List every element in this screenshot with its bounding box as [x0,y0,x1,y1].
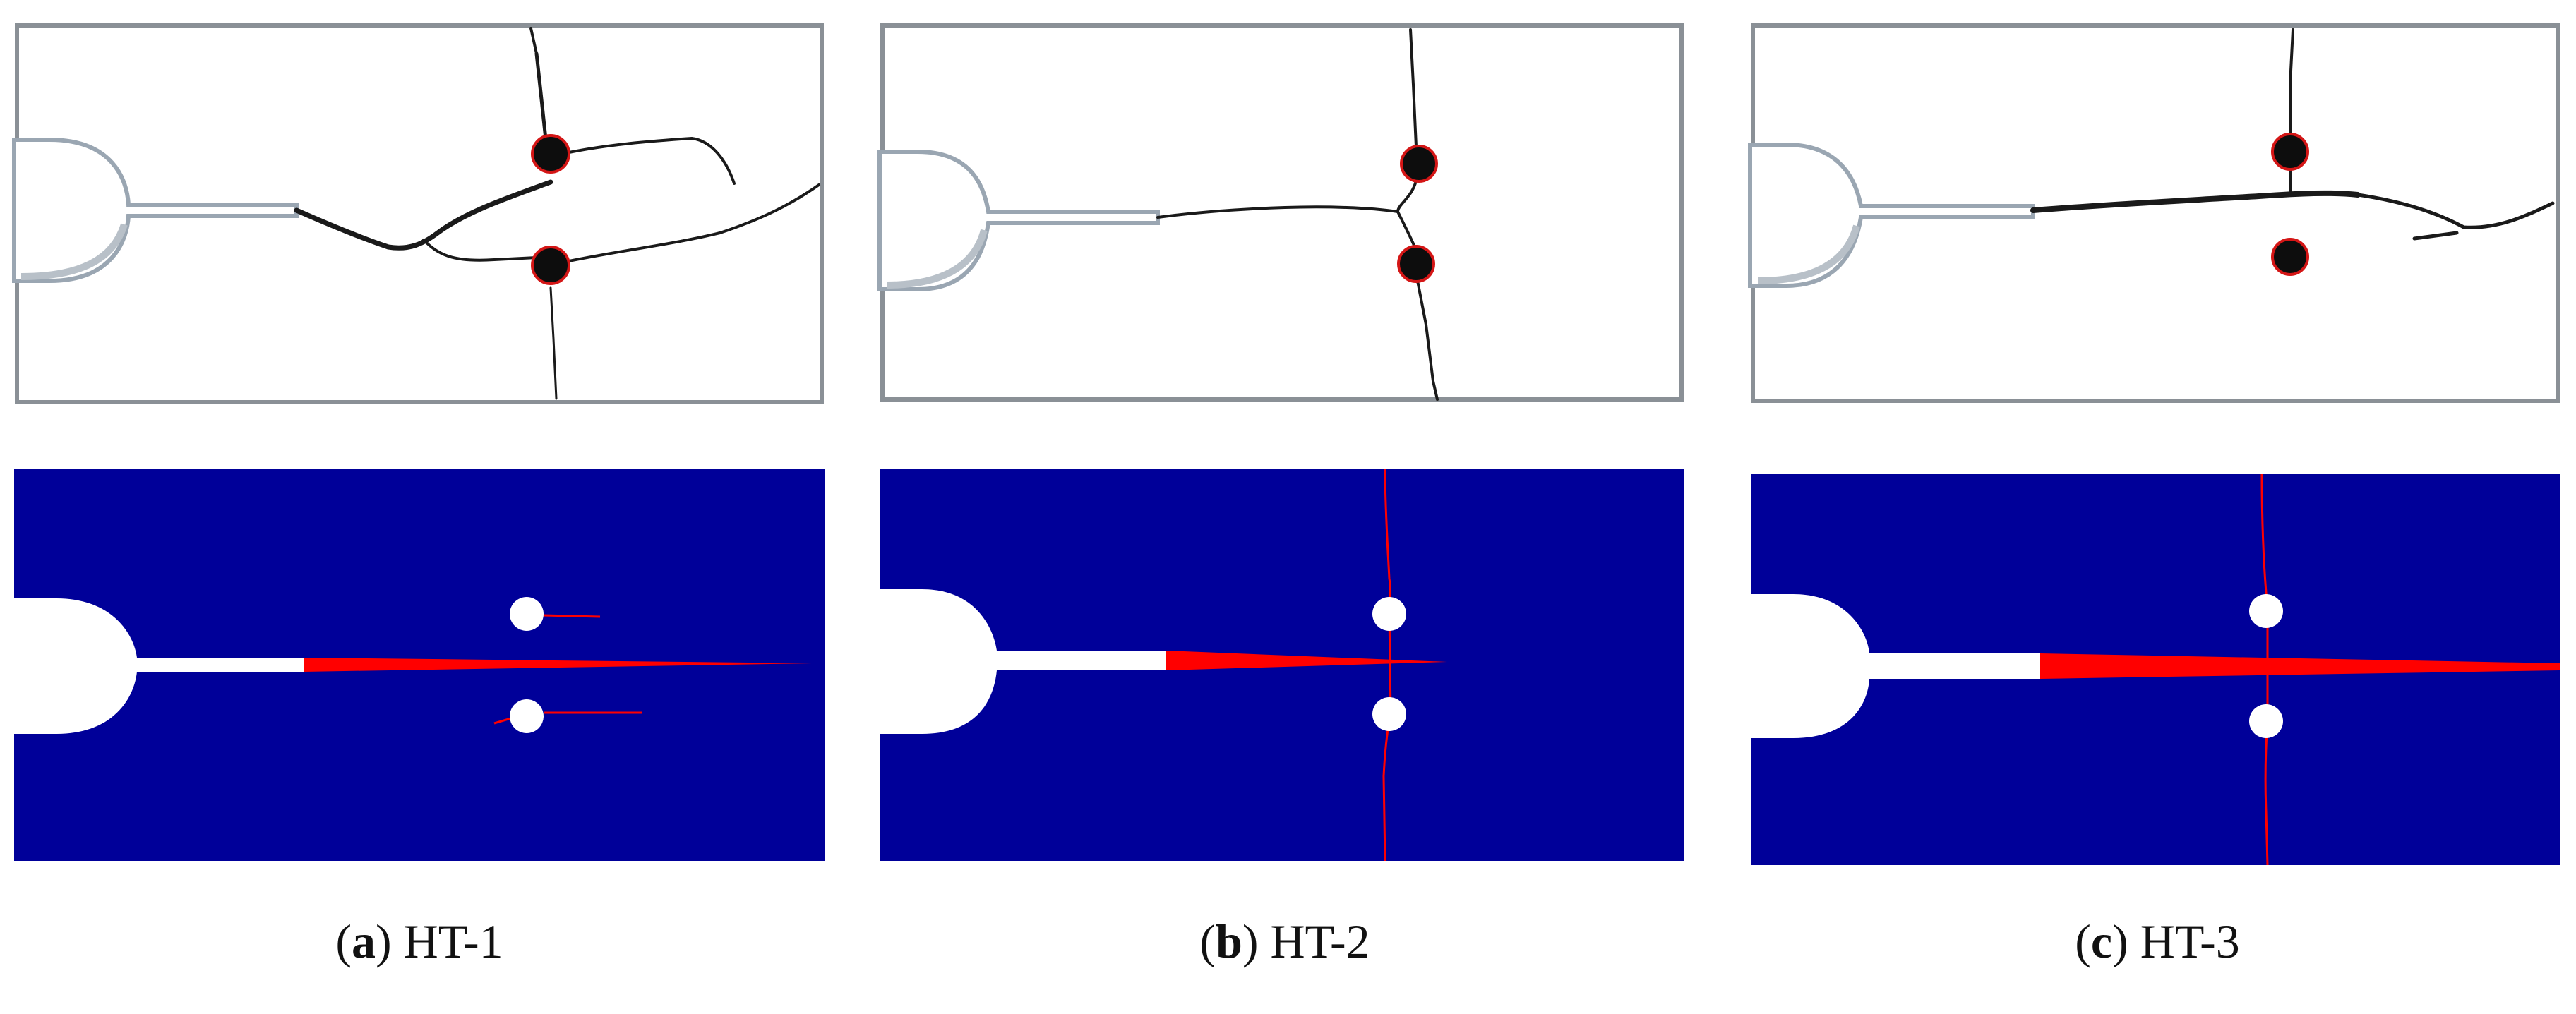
bolt-hole-lower [2249,704,2283,738]
photo-ht-1 [12,23,824,404]
notch-void [14,598,304,734]
caption-ht-3: (c) HT-3 [2075,915,2240,968]
photo-ht-3 [1748,23,2560,403]
bolt-hole-upper [1372,597,1406,631]
simulation-ht-2 [880,468,1684,862]
bolt-hole-lower [531,246,570,285]
caption-label: HT-1 [403,915,503,968]
notch-shadow [886,229,988,289]
notch-shadow [20,223,128,280]
simulation-ht-3 [1751,473,2560,866]
photo-ht-2 [877,23,1684,402]
notch-void [1751,594,2040,738]
bolt-hole-lower [510,699,544,733]
caption-label: HT-3 [2140,915,2240,968]
bolt-hole-upper [1400,145,1438,183]
simulated-crack-vertical [1382,468,1392,862]
notch [12,138,299,283]
photo-cracks [2030,28,2555,241]
bolt-hole-upper [2249,594,2283,628]
caption-letter: c [2090,915,2113,968]
simulated-crack-main [304,658,812,672]
notch [1748,143,2035,288]
bolt-hole-lower [2271,238,2309,276]
photo-cracks [294,27,820,400]
notch-shadow [1757,224,1860,284]
bolt-hole-upper [510,597,544,631]
caption-letter: a [351,915,376,968]
simulated-crack-main [2040,653,2560,679]
bolt-hole-upper [2271,133,2309,171]
bolt-hole-lower [1372,697,1406,731]
caption-ht-1: (a) HT-1 [335,915,503,968]
simulated-crack-upper [543,614,601,618]
simulated-crack-main [1166,651,1447,670]
notch [877,150,1160,291]
bolt-hole-lower [1397,245,1435,283]
photo-cracks [1156,28,1439,401]
caption-letter: b [1216,915,1242,968]
bolt-hole-upper [531,134,570,174]
simulation-ht-1 [14,469,825,861]
caption-ht-2: (b) HT-2 [1199,915,1370,968]
caption-label: HT-2 [1270,915,1370,968]
notch-void [880,589,1166,734]
